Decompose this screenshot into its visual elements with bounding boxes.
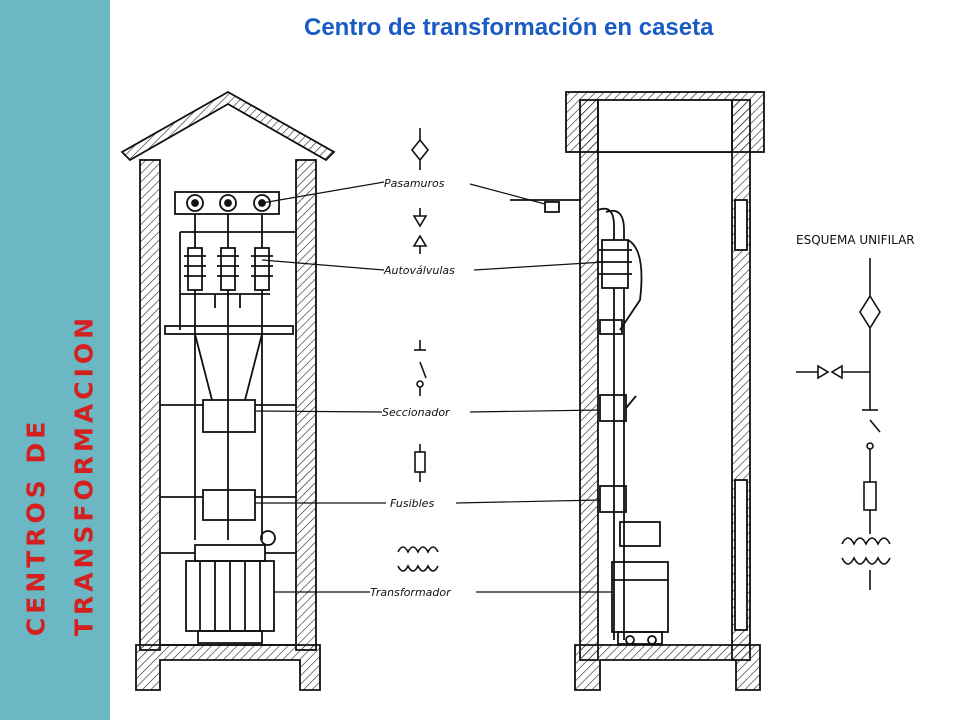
label-fusibles: Fusibles	[390, 497, 434, 510]
side-view	[510, 91, 765, 691]
sld-transformer	[841, 537, 891, 546]
sidebar-title-line1: CENTROS DE	[21, 417, 51, 637]
front-wall-right	[295, 159, 317, 651]
sidebar-title-line2: TRANSFORMACION	[69, 313, 98, 637]
side-foundation	[574, 644, 761, 691]
page-title: Centro de transformación en caseta	[304, 14, 714, 41]
sidebar-title: CENTROS DE TRANSFORMACION	[13, 314, 108, 636]
front-pasamuros-bar	[174, 191, 280, 215]
centre-symbols	[397, 128, 439, 572]
label-transformador: Transformador	[370, 586, 452, 599]
leader-lines	[254, 181, 612, 593]
front-view	[120, 90, 336, 691]
sld-surge-arrester	[817, 364, 830, 380]
front-surge-arresters	[184, 247, 273, 291]
label-autovalvulas: Autoválvulas	[383, 264, 455, 277]
label-pasamuros: Pasamuros	[384, 177, 445, 190]
front-roof	[120, 90, 336, 162]
side-wall-left	[579, 99, 599, 661]
sld-bushing	[859, 294, 881, 330]
sld-disconnector	[869, 419, 881, 433]
front-disconnector	[202, 399, 256, 433]
substation-diagram: Pasamuros Autoválvulas Seccionador Fusib…	[120, 90, 915, 691]
sidebar-band: CENTROS DE TRANSFORMACION	[0, 0, 110, 720]
front-foundation	[135, 644, 321, 691]
front-transformer-top	[194, 544, 266, 562]
label-esquema-unifilar: ESQUEMA UNIFILAR	[796, 233, 915, 247]
front-fuses	[202, 489, 256, 521]
front-wall-left	[139, 159, 161, 651]
single-line-diagram	[796, 258, 891, 590]
label-seccionador: Seccionador	[382, 406, 451, 419]
sld-fuse	[863, 481, 877, 511]
